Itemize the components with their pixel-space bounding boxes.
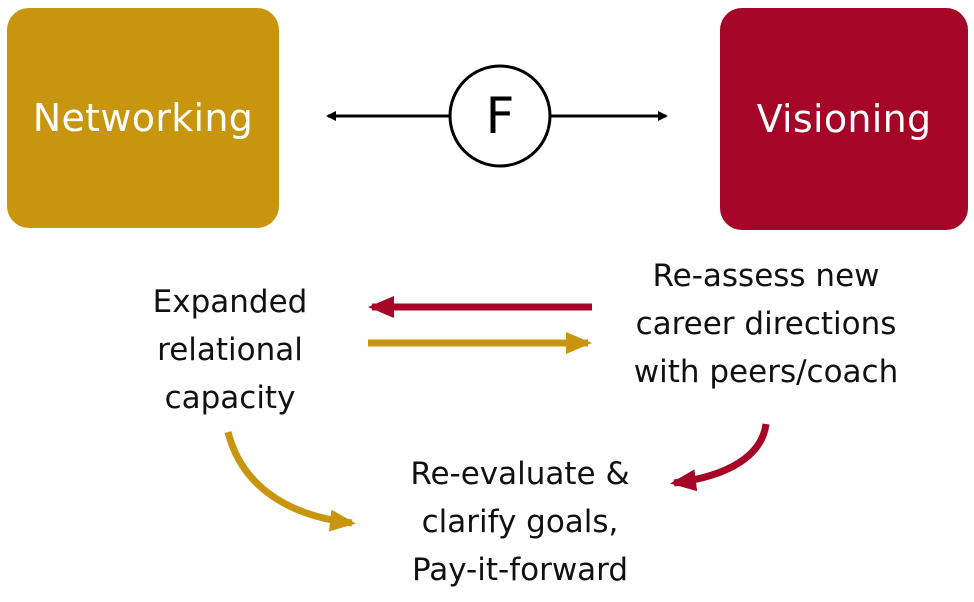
reevaluate-goals-text: Re-evaluate & clarify goals, Pay-it-forw…: [370, 450, 670, 594]
reassess-line-3: with peers/coach: [633, 354, 899, 390]
networking-box: Networking: [7, 8, 279, 228]
crimson-curved-arrow: [670, 423, 770, 492]
reassess-line-2: career directions: [635, 306, 897, 342]
reevaluate-line-3: Pay-it-forward: [411, 552, 629, 588]
facilitator-label: F: [485, 87, 515, 145]
reassess-directions-text: Re-assess new career directions with pee…: [600, 252, 932, 396]
networking-label: Networking: [32, 96, 254, 140]
reassess-line-1: Re-assess new: [652, 258, 880, 294]
expanded-capacity-text: Expanded relational capacity: [110, 278, 350, 422]
facilitator-circle: [448, 64, 552, 168]
expanded-line-1: Expanded: [152, 284, 308, 320]
expanded-line-3: capacity: [164, 380, 296, 416]
gold-curved-arrow: [224, 431, 356, 532]
reevaluate-line-2: clarify goals,: [421, 504, 619, 540]
expanded-line-2: relational: [157, 332, 303, 368]
visioning-label: Visioning: [756, 97, 932, 141]
visioning-box: Visioning: [720, 8, 968, 230]
reevaluate-line-1: Re-evaluate &: [410, 456, 630, 492]
